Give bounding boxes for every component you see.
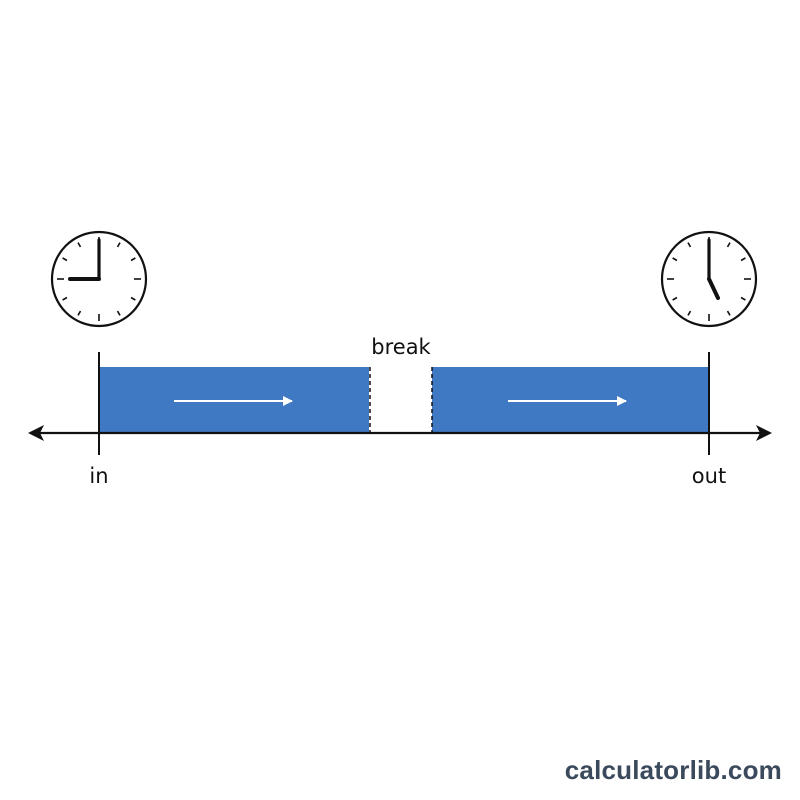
clock-tick [77,310,82,316]
brand-watermark: calculatorlib.com [564,755,782,785]
break-label: break [371,335,431,359]
clock-tick [62,257,68,262]
arrow-left-icon [28,425,44,441]
clock-tick [116,242,121,248]
clock-out-hour-hand [707,277,720,300]
clock-tick [726,310,731,316]
clock-tick [77,242,82,248]
clock-tick [116,310,121,316]
clock-tick [62,296,68,301]
clock-tick [687,242,692,248]
out-label: out [692,464,726,488]
clock-tick [672,257,678,262]
arrow-right-icon [756,425,772,441]
clock-tick [740,257,746,262]
timeline-axis [28,425,772,441]
clock-tick [740,296,746,301]
clock-tick [130,257,136,262]
clock-tick [687,310,692,316]
clock-tick [726,242,731,248]
clock-tick [672,296,678,301]
clock-in-icon [50,230,148,328]
clock-tick [130,296,136,301]
in-label: in [89,464,108,488]
clock-out-icon [660,230,758,328]
